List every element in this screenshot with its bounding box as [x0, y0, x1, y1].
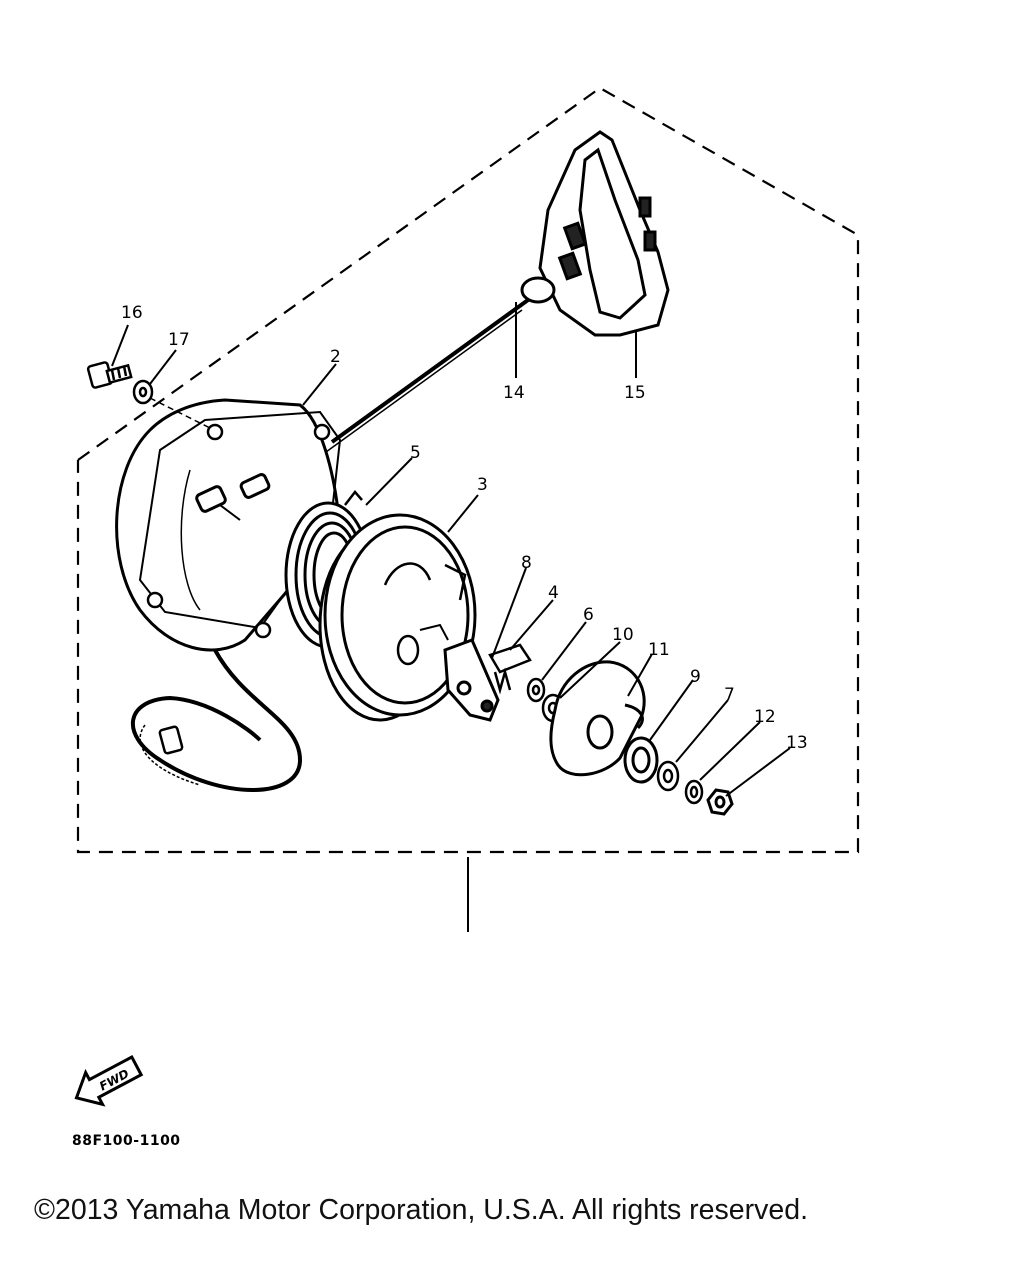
callout-4: 4: [548, 583, 559, 603]
copyright-notice: ©2013 Yamaha Motor Corporation, U.S.A. A…: [34, 1194, 808, 1226]
sheave-drum: [318, 513, 477, 722]
bolt: [86, 361, 133, 389]
callout-8: 8: [521, 553, 532, 573]
callout-2: 2: [330, 347, 341, 367]
callout-11: 11: [648, 640, 670, 660]
spring: [526, 677, 546, 703]
fwd-arrow-icon: FWD: [74, 1055, 144, 1107]
callout-16: 16: [121, 303, 143, 323]
callout-7: 7: [724, 685, 735, 705]
diagram-part-code: 88F100-1100: [72, 1133, 181, 1149]
washer: [132, 379, 154, 405]
callout-15: 15: [624, 383, 646, 403]
callout-17: 17: [168, 330, 190, 350]
callout-13: 13: [786, 733, 808, 753]
callout-10: 10: [612, 625, 634, 645]
drive-plate: [549, 660, 646, 777]
friction-spring: [623, 736, 659, 784]
callout-5: 5: [410, 443, 421, 463]
callout-9: 9: [690, 667, 701, 687]
starter-case: [115, 398, 342, 652]
callout-3: 3: [477, 475, 488, 495]
callout-14: 14: [503, 383, 525, 403]
lock-washer: [684, 779, 704, 805]
leader-lines: [111, 302, 791, 797]
thrust-washer: [656, 760, 680, 792]
return-spring: [488, 643, 532, 695]
assembly-boundary: [76, 86, 860, 854]
callout-12: 12: [754, 707, 776, 727]
drive-pawl: [443, 638, 500, 722]
callout-6: 6: [583, 605, 594, 625]
bolt-axis-line: [149, 397, 211, 429]
starter-handle: [520, 130, 670, 337]
